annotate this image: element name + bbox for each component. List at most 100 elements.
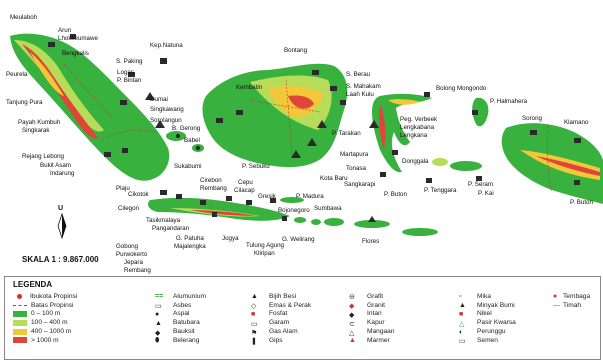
tin-icon (195, 145, 201, 151)
oil-icon (128, 72, 135, 77)
label-p-kai: P. Kai (478, 190, 494, 197)
island-flores (354, 220, 390, 228)
label-jepara: Jepara (124, 259, 143, 266)
label-cilegon: Cilegon (118, 205, 140, 212)
label-kep-natuna: Kep.Natuna (150, 42, 183, 49)
legend-item: △Mangaan (349, 328, 395, 337)
label-laah-kulu: Laah Kulu (346, 91, 374, 98)
label-p-buton-papua: P. Buton (570, 199, 593, 206)
label-logas: Logas (117, 69, 134, 76)
oil-icon (312, 70, 319, 75)
oil-icon (236, 110, 243, 115)
oil-icon (122, 148, 128, 153)
oil-icon (472, 110, 478, 115)
salt-icon: ▭ (251, 320, 258, 328)
gypsum-icon: ❚ (251, 338, 257, 346)
papua-mountains (536, 156, 600, 176)
sumatra-uplands (30, 52, 64, 96)
label-majalengka: Majalengka (174, 243, 206, 250)
label-jogya: Jogya (222, 235, 239, 242)
graphite-icon: ⊖ (349, 294, 355, 302)
oil-icon (530, 130, 537, 135)
islands (10, 33, 603, 236)
oil-icon (120, 100, 127, 105)
bauxite-icon: ◆ (155, 329, 161, 337)
sulawesi-uplands (388, 99, 420, 105)
label-sukabumi: Sukabumi (174, 163, 202, 170)
label-rembang: Rembang (200, 185, 227, 192)
label-lhokseumawe: Lhokseumawe (58, 35, 98, 42)
oil-icon (104, 152, 111, 157)
label-p-madura: P. Madura (296, 193, 324, 200)
legend-item: ●Aspal (155, 310, 190, 318)
gas-icon (160, 58, 167, 64)
tin-icon (175, 133, 181, 139)
asphalt-icon: ● (155, 310, 160, 318)
label-peurela: Peurela (6, 71, 28, 78)
label-babel: Babel (184, 137, 200, 144)
label-lengkana: Lengkana (400, 132, 428, 139)
legend-item: Ibukota Propinsi (13, 292, 77, 301)
label-p-sebuku: P. Sebuku (242, 163, 270, 170)
province-borders (63, 63, 553, 217)
label-cilacap: Cilacap (234, 187, 255, 194)
gold-silver-icon: ◇ (251, 303, 257, 311)
label-rejang-lebong: Rejang Lebong (22, 153, 65, 160)
label-flores: Flores (362, 238, 379, 245)
island-bali (294, 217, 306, 223)
manganese-icon (368, 216, 376, 222)
oil-icon (270, 198, 276, 203)
granite-icon: ◆ (349, 303, 355, 311)
label-gresik: Gresik (258, 193, 277, 200)
legend-item: ⊂Kapur (349, 319, 385, 328)
label-p-seram: P. Seram (468, 181, 493, 188)
sulfur-icon (282, 216, 287, 221)
quartz-sand-icon: △ (459, 320, 465, 328)
legend-item: ◆Granit (349, 301, 385, 311)
legend-column-minerals-2: ▲Bijih Besi ◇Emas & Perak ■Fosfat ▭Garam… (251, 292, 311, 345)
sulawesi-mountains (379, 104, 386, 150)
cement-icon: ▭ (459, 338, 466, 346)
marble-icon: ▲ (349, 337, 356, 345)
copper-icon: ● (553, 293, 558, 301)
label-dumai: Dumai (150, 96, 168, 103)
oil-icon (380, 172, 386, 177)
bronze-icon: ◐ (459, 328, 464, 336)
legend-item: 0 – 100 m (13, 310, 77, 319)
label-purwokerto: Purwokerto (116, 251, 148, 258)
oil-icon (48, 42, 55, 47)
legend-column-elevation: Ibukota Propinsi Batas Propinsi 0 – 100 … (13, 292, 77, 345)
label-g-welirang: G. Welirang (282, 236, 315, 243)
aluminium-icon: == (155, 293, 164, 301)
legend-column-minerals-1: ==Alumunium ▭Asbes ●Aspal ▲Batubara ◆Bau… (155, 292, 206, 345)
nickel-icon (392, 150, 398, 155)
north-label: U (58, 205, 63, 212)
asbestos-icon: ▭ (155, 303, 162, 311)
legend-item: ◆Intan (349, 310, 382, 319)
legend-item: ◆Bauksit (155, 328, 195, 337)
gold-icon (424, 92, 430, 97)
sulfur-icon: ⬮ (155, 337, 160, 345)
label-singkarak: Singkarak (22, 127, 50, 134)
province-border-icon (13, 304, 27, 306)
province-capital-icon (17, 293, 22, 299)
island-buru (432, 158, 448, 166)
label-p-halmahera: P. Halmahera (490, 98, 528, 105)
upland-swatch (13, 328, 27, 335)
iron-ore-icon: ▲ (251, 293, 258, 301)
oil-icon (226, 196, 232, 201)
legend-title: LEGENDA (13, 280, 53, 289)
legend-item: ⊖Grafit (349, 292, 384, 302)
label-arun: Arun (58, 27, 72, 34)
label-klamano: Klamano (564, 119, 589, 126)
label-p-tarakan: P. Tarakan (332, 130, 361, 137)
legend-item: Batas Propinsi (13, 301, 77, 310)
legend-item: ⚑Gas Alam (251, 328, 298, 337)
legend-item: ▲Batubara (155, 319, 200, 327)
nickel-icon (369, 120, 379, 128)
label-indarung: Indarung (50, 170, 75, 177)
label-s-berau: S. Berau (346, 71, 371, 78)
coal-icon: ▲ (155, 319, 162, 327)
sulfur-icon (212, 212, 217, 217)
